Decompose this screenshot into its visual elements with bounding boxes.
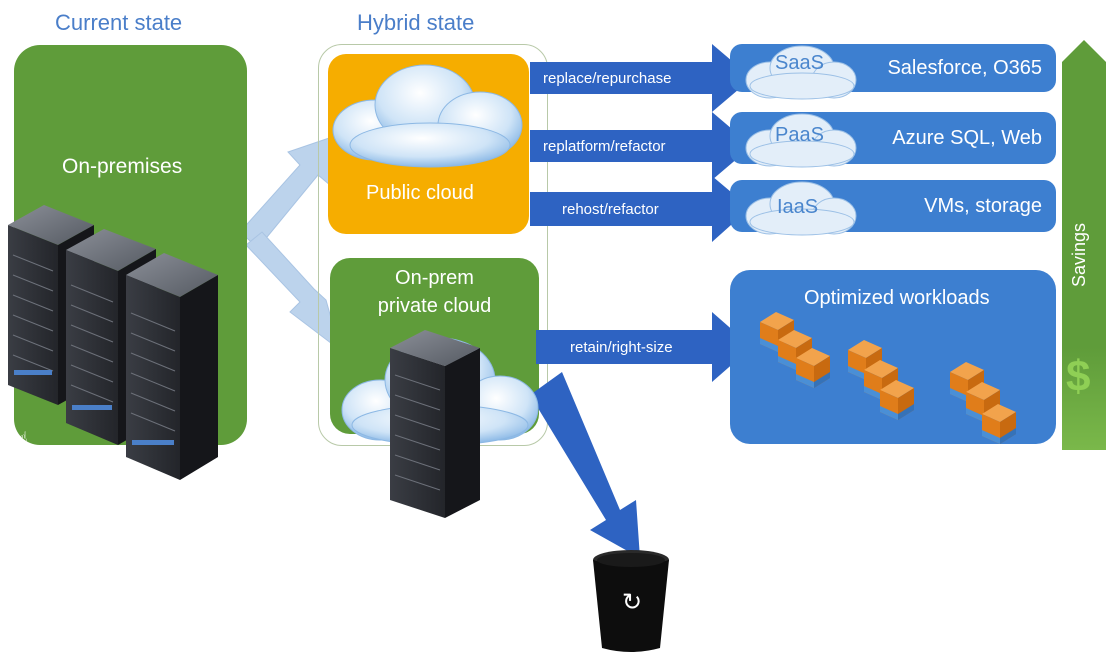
private-cloud-label-line1: On-prem: [395, 267, 474, 289]
paas-desc: Azure SQL, Web: [892, 127, 1042, 149]
public-cloud-label: Public cloud: [366, 182, 474, 204]
server-rack-icon: [8, 205, 218, 480]
cloud-icon: [745, 113, 857, 168]
server-rack-3: [126, 253, 218, 480]
paas-cloud-label: PaaS: [775, 124, 824, 146]
arrow-retire: [530, 372, 640, 558]
iaas-desc: VMs, storage: [924, 195, 1042, 217]
arrow-label-replatform: replatform/refactor: [543, 138, 666, 155]
private-cloud-label: On-prem private cloud: [330, 264, 539, 320]
current-state-heading: Current state: [55, 10, 183, 35]
arrow-rehost: [530, 176, 750, 242]
cloud-icon: [745, 45, 857, 100]
arrow-label-retain: retain/right-size: [570, 339, 673, 356]
onprem-label: On-premises: [62, 155, 183, 178]
refresh-icon: ↻: [621, 589, 643, 616]
server-rack-icon: [390, 330, 480, 518]
saas-cloud-label: SaaS: [775, 52, 824, 74]
savings-label: Savings: [1069, 222, 1089, 287]
hand-cursor-icon: ☝: [18, 430, 28, 447]
cloud-icon: [745, 181, 857, 236]
arrow-replatform: [530, 112, 752, 180]
arrow-label-replace: replace/repurchase: [543, 70, 672, 87]
arrow-replace: [530, 44, 752, 112]
cloud-icon: [332, 64, 523, 168]
private-cloud-label-line2: private cloud: [377, 295, 492, 317]
arrow-retain: [536, 312, 752, 382]
arrow-label-rehost: rehost/refactor: [562, 201, 659, 218]
trash-bin-icon: [593, 550, 669, 652]
iaas-cloud-label: IaaS: [777, 196, 819, 218]
savings-arrow: [1062, 40, 1106, 450]
saas-desc: Salesforce, O365: [887, 57, 1042, 79]
app-boxes-group: [760, 312, 1016, 444]
dollar-sign-icon: $: [1066, 352, 1091, 401]
hybrid-state-heading: Hybrid state: [357, 10, 475, 35]
optimized-workloads-label: Optimized workloads: [804, 287, 990, 309]
